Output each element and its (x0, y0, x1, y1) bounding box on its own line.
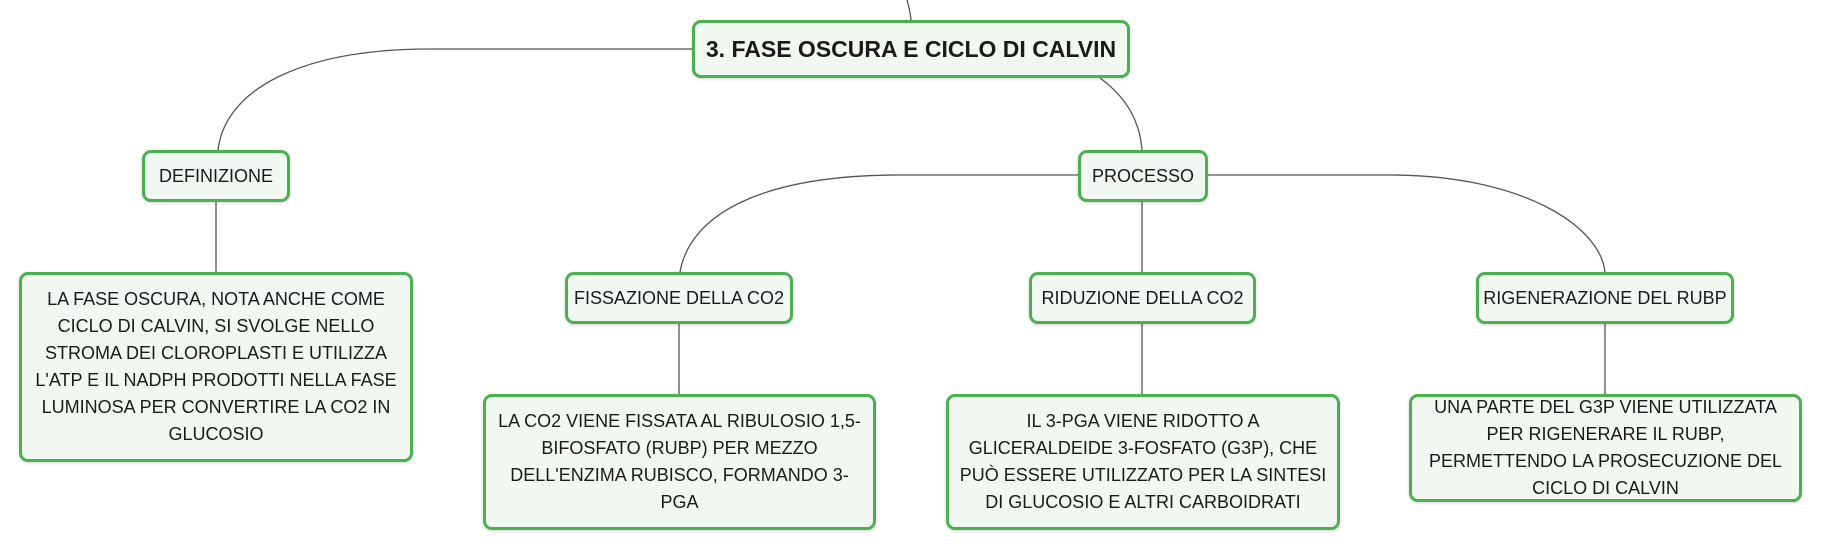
topic-fissazione[interactable]: FISSAZIONE DELLA CO2 (565, 272, 793, 324)
connector-processo-fissazione (679, 174, 1080, 273)
fissazione-text[interactable]: LA CO2 VIENE FISSATA AL RIBULOSIO 1,5-BI… (483, 394, 876, 530)
connector-root-processo (1099, 77, 1143, 151)
topic-processo[interactable]: PROCESSO (1078, 150, 1208, 202)
topic-definizione[interactable]: DEFINIZIONE (142, 150, 290, 202)
root-topic[interactable]: 3. FASE OSCURA E CICLO DI CALVIN (692, 20, 1130, 78)
topic-riduzione[interactable]: RIDUZIONE DELLA CO2 (1029, 272, 1256, 324)
rigenerazione-text[interactable]: UNA PARTE DEL G3P VIENE UTILIZZATA PER R… (1409, 394, 1802, 502)
connector-parent-root (906, 0, 912, 21)
riduzione-text[interactable]: IL 3-PGA VIENE RIDOTTO A GLICERALDEIDE 3… (946, 394, 1340, 530)
connector-processo-rigenerazione (1207, 174, 1606, 273)
definizione-text[interactable]: LA FASE OSCURA, NOTA ANCHE COME CICLO DI… (19, 272, 413, 462)
topic-rigenerazione[interactable]: RIGENERAZIONE DEL RUBP (1476, 272, 1734, 324)
connector-root-definizione (217, 48, 692, 151)
